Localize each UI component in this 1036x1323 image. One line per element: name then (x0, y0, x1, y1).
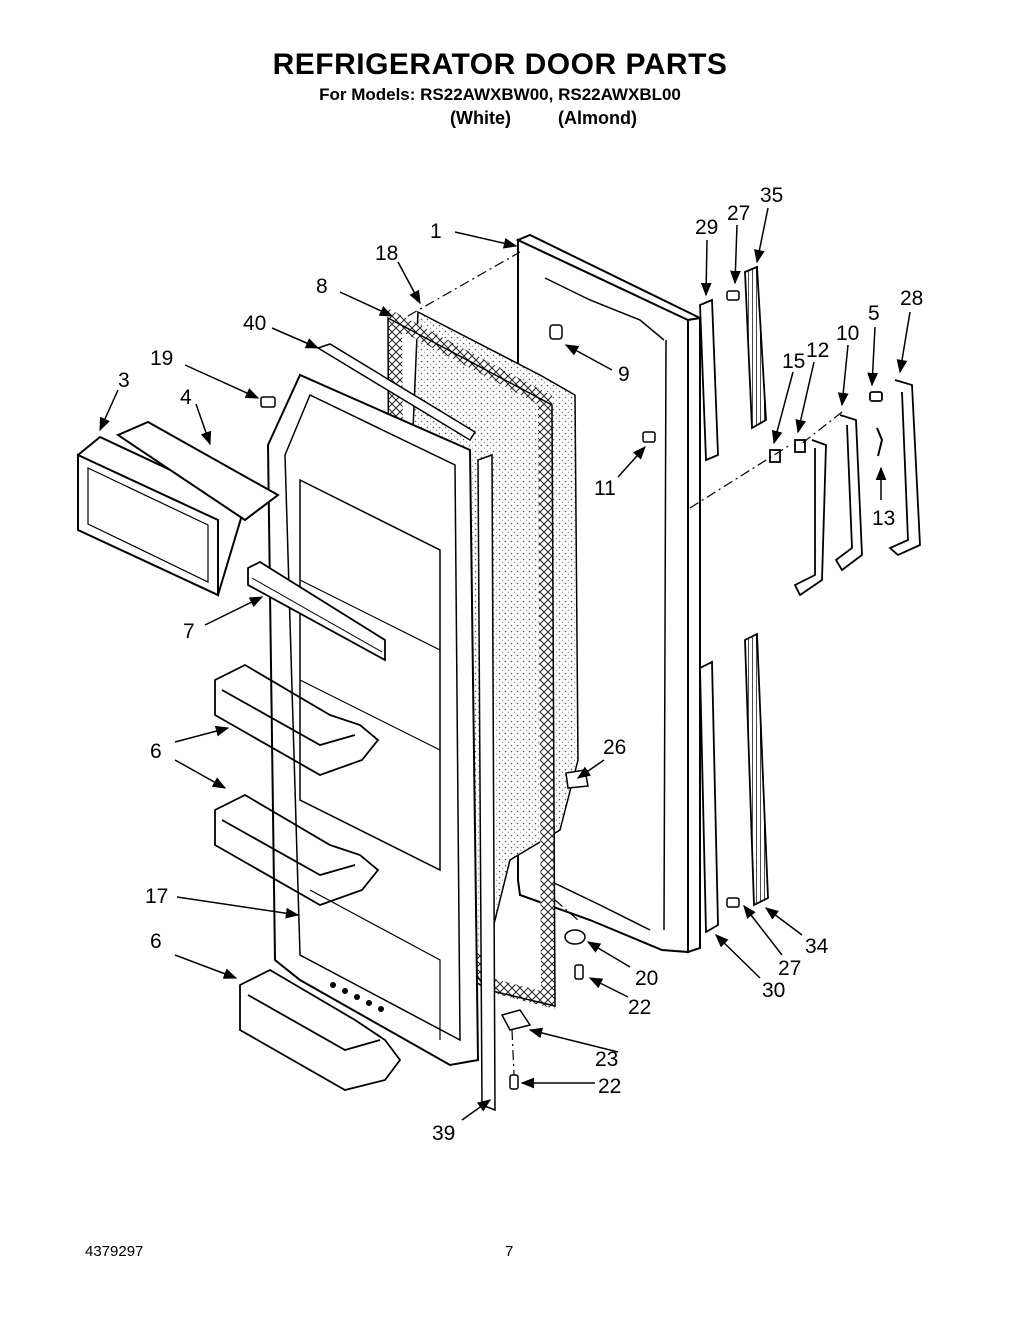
trim-screws (726, 290, 740, 908)
inner-door-liner (266, 373, 480, 1067)
callout-35: 35 (760, 184, 783, 207)
callout-3: 3 (118, 369, 130, 392)
callout-11: 11 (594, 477, 616, 500)
callout-30: 30 (762, 979, 785, 1002)
callout-39: 39 (432, 1122, 455, 1145)
screw-19 (260, 396, 276, 408)
page-title: REFRIGERATOR DOOR PARTS (272, 48, 728, 81)
callout-22-upper: 22 (628, 996, 651, 1019)
models-line: For Models: RS22AWXBW00, RS22AWXBL00 (319, 85, 681, 104)
callout-13: 13 (872, 507, 895, 530)
door-edge-strip (477, 453, 496, 1112)
document-number: 4379297 (85, 1243, 144, 1260)
callout-19: 19 (150, 347, 173, 370)
callout-10: 10 (836, 322, 859, 345)
callout-6-lower: 6 (150, 930, 162, 953)
variant-white-label: (White) (450, 108, 511, 128)
callout-20: 20 (635, 967, 658, 990)
door-bin-lower (239, 968, 402, 1091)
gasket-retainer (316, 343, 477, 442)
callout-27-upper: 27 (727, 202, 750, 225)
callout-5: 5 (868, 302, 880, 325)
dairy-compartment (115, 420, 280, 522)
door-bin-middle (214, 793, 380, 906)
door-handle-assembly (769, 379, 921, 597)
callout-numbers: 1 18 8 40 19 3 4 9 11 7 6 17 6 26 20 22 … (118, 184, 923, 1145)
bottom-hinge-parts (500, 929, 586, 1090)
callout-17: 17 (145, 885, 168, 908)
callout-23: 23 (595, 1048, 618, 1071)
callout-28: 28 (900, 287, 923, 310)
callout-6-upper: 6 (150, 740, 162, 763)
callout-9: 9 (618, 363, 630, 386)
callout-26: 26 (603, 736, 626, 759)
callout-40: 40 (243, 312, 266, 335)
callout-4: 4 (180, 386, 192, 409)
callout-leaders (99, 207, 911, 1121)
callout-15: 15 (782, 350, 805, 373)
callout-18: 18 (375, 242, 398, 265)
shelf-rail (247, 560, 386, 662)
handle-trim-lower (699, 632, 769, 934)
callout-29: 29 (695, 216, 718, 239)
callout-8: 8 (316, 275, 328, 298)
callout-22-lower: 22 (598, 1075, 621, 1098)
assembly-lines (407, 251, 843, 1076)
callout-34: 34 (805, 935, 829, 958)
callout-12: 12 (806, 339, 829, 362)
page-number: 7 (505, 1243, 514, 1260)
callout-1: 1 (430, 220, 442, 243)
handle-trim-upper (699, 265, 767, 462)
variant-almond-label: (Almond) (558, 108, 637, 128)
door-bin-upper (214, 663, 380, 776)
callout-7: 7 (183, 620, 195, 643)
callout-27-lower: 27 (778, 957, 801, 980)
